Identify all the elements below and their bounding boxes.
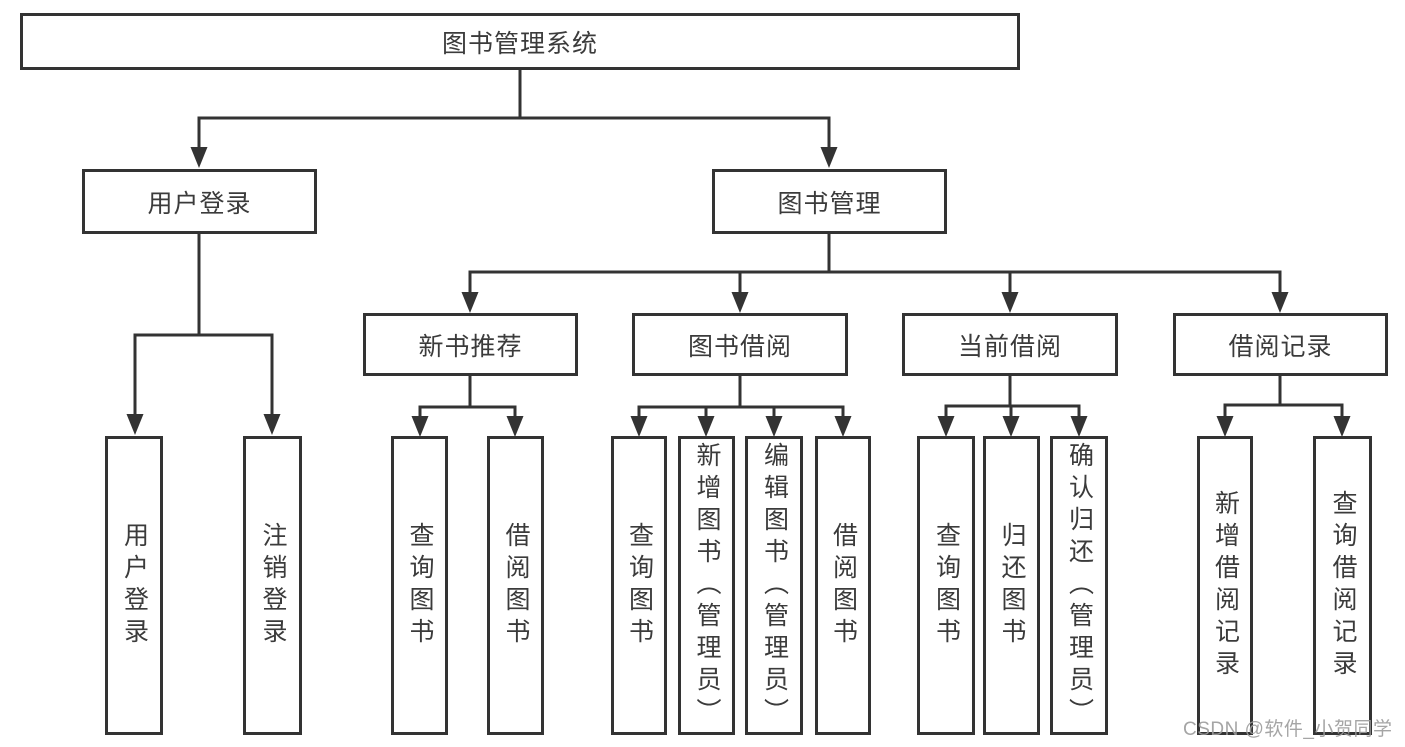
node-root: 图书管理系统 bbox=[20, 13, 1020, 70]
node-book-management: 图书管理 bbox=[712, 169, 947, 234]
leaf-borrow-books-recommend-label: 借阅图书 bbox=[502, 521, 530, 650]
leaf-user-login-label: 用户登录 bbox=[120, 521, 149, 650]
leaf-edit-book-admin-label: 编辑图书（管理员） bbox=[760, 441, 789, 730]
node-new-book-recommend: 新书推荐 bbox=[363, 313, 578, 376]
leaf-query-books-recommend-label: 查询图书 bbox=[406, 521, 434, 650]
node-current-borrow-label: 当前借阅 bbox=[957, 332, 1062, 361]
leaf-return-book: 归还图书 bbox=[983, 436, 1040, 735]
node-current-borrow: 当前借阅 bbox=[902, 313, 1118, 376]
watermark: CSDN @软件_小贺同学 bbox=[1183, 719, 1393, 740]
leaf-query-books-borrow-label: 查询图书 bbox=[625, 521, 654, 650]
node-book-management-label: 图书管理 bbox=[777, 189, 882, 218]
leaf-borrow-books-recommend: 借阅图书 bbox=[487, 436, 544, 735]
leaf-borrow-books-borrow: 借阅图书 bbox=[815, 436, 871, 735]
leaf-query-books-current-label: 查询图书 bbox=[932, 521, 961, 650]
leaf-logout: 注销登录 bbox=[243, 436, 302, 735]
node-new-book-recommend-label: 新书推荐 bbox=[418, 332, 523, 361]
leaf-add-book-admin: 新增图书（管理员） bbox=[678, 436, 735, 735]
leaf-user-login: 用户登录 bbox=[105, 436, 163, 735]
leaf-query-books-borrow: 查询图书 bbox=[611, 436, 667, 735]
node-borrow-records-label: 借阅记录 bbox=[1228, 332, 1333, 361]
node-borrow-records: 借阅记录 bbox=[1173, 313, 1388, 376]
node-book-borrow-label: 图书借阅 bbox=[687, 332, 792, 361]
leaf-query-borrow-record-label: 查询借阅记录 bbox=[1329, 489, 1357, 682]
leaf-query-borrow-record: 查询借阅记录 bbox=[1313, 436, 1372, 735]
node-book-borrow: 图书借阅 bbox=[632, 313, 848, 376]
leaf-logout-label: 注销登录 bbox=[259, 521, 287, 650]
node-root-label: 图书管理系统 bbox=[441, 29, 598, 58]
leaf-add-book-admin-label: 新增图书（管理员） bbox=[693, 441, 721, 730]
leaf-borrow-books-borrow-label: 借阅图书 bbox=[829, 521, 858, 650]
leaf-query-books-recommend: 查询图书 bbox=[391, 436, 448, 735]
leaf-query-books-current: 查询图书 bbox=[917, 436, 975, 735]
node-user-login: 用户登录 bbox=[82, 169, 317, 234]
leaf-confirm-return-admin-label: 确认归还（管理员） bbox=[1065, 441, 1094, 730]
leaf-edit-book-admin: 编辑图书（管理员） bbox=[745, 436, 803, 735]
node-user-login-label: 用户登录 bbox=[147, 189, 252, 218]
leaf-add-borrow-record-label: 新增借阅记录 bbox=[1211, 489, 1240, 682]
leaf-return-book-label: 归还图书 bbox=[998, 521, 1026, 650]
leaf-add-borrow-record: 新增借阅记录 bbox=[1197, 436, 1253, 735]
leaf-confirm-return-admin: 确认归还（管理员） bbox=[1050, 436, 1108, 735]
